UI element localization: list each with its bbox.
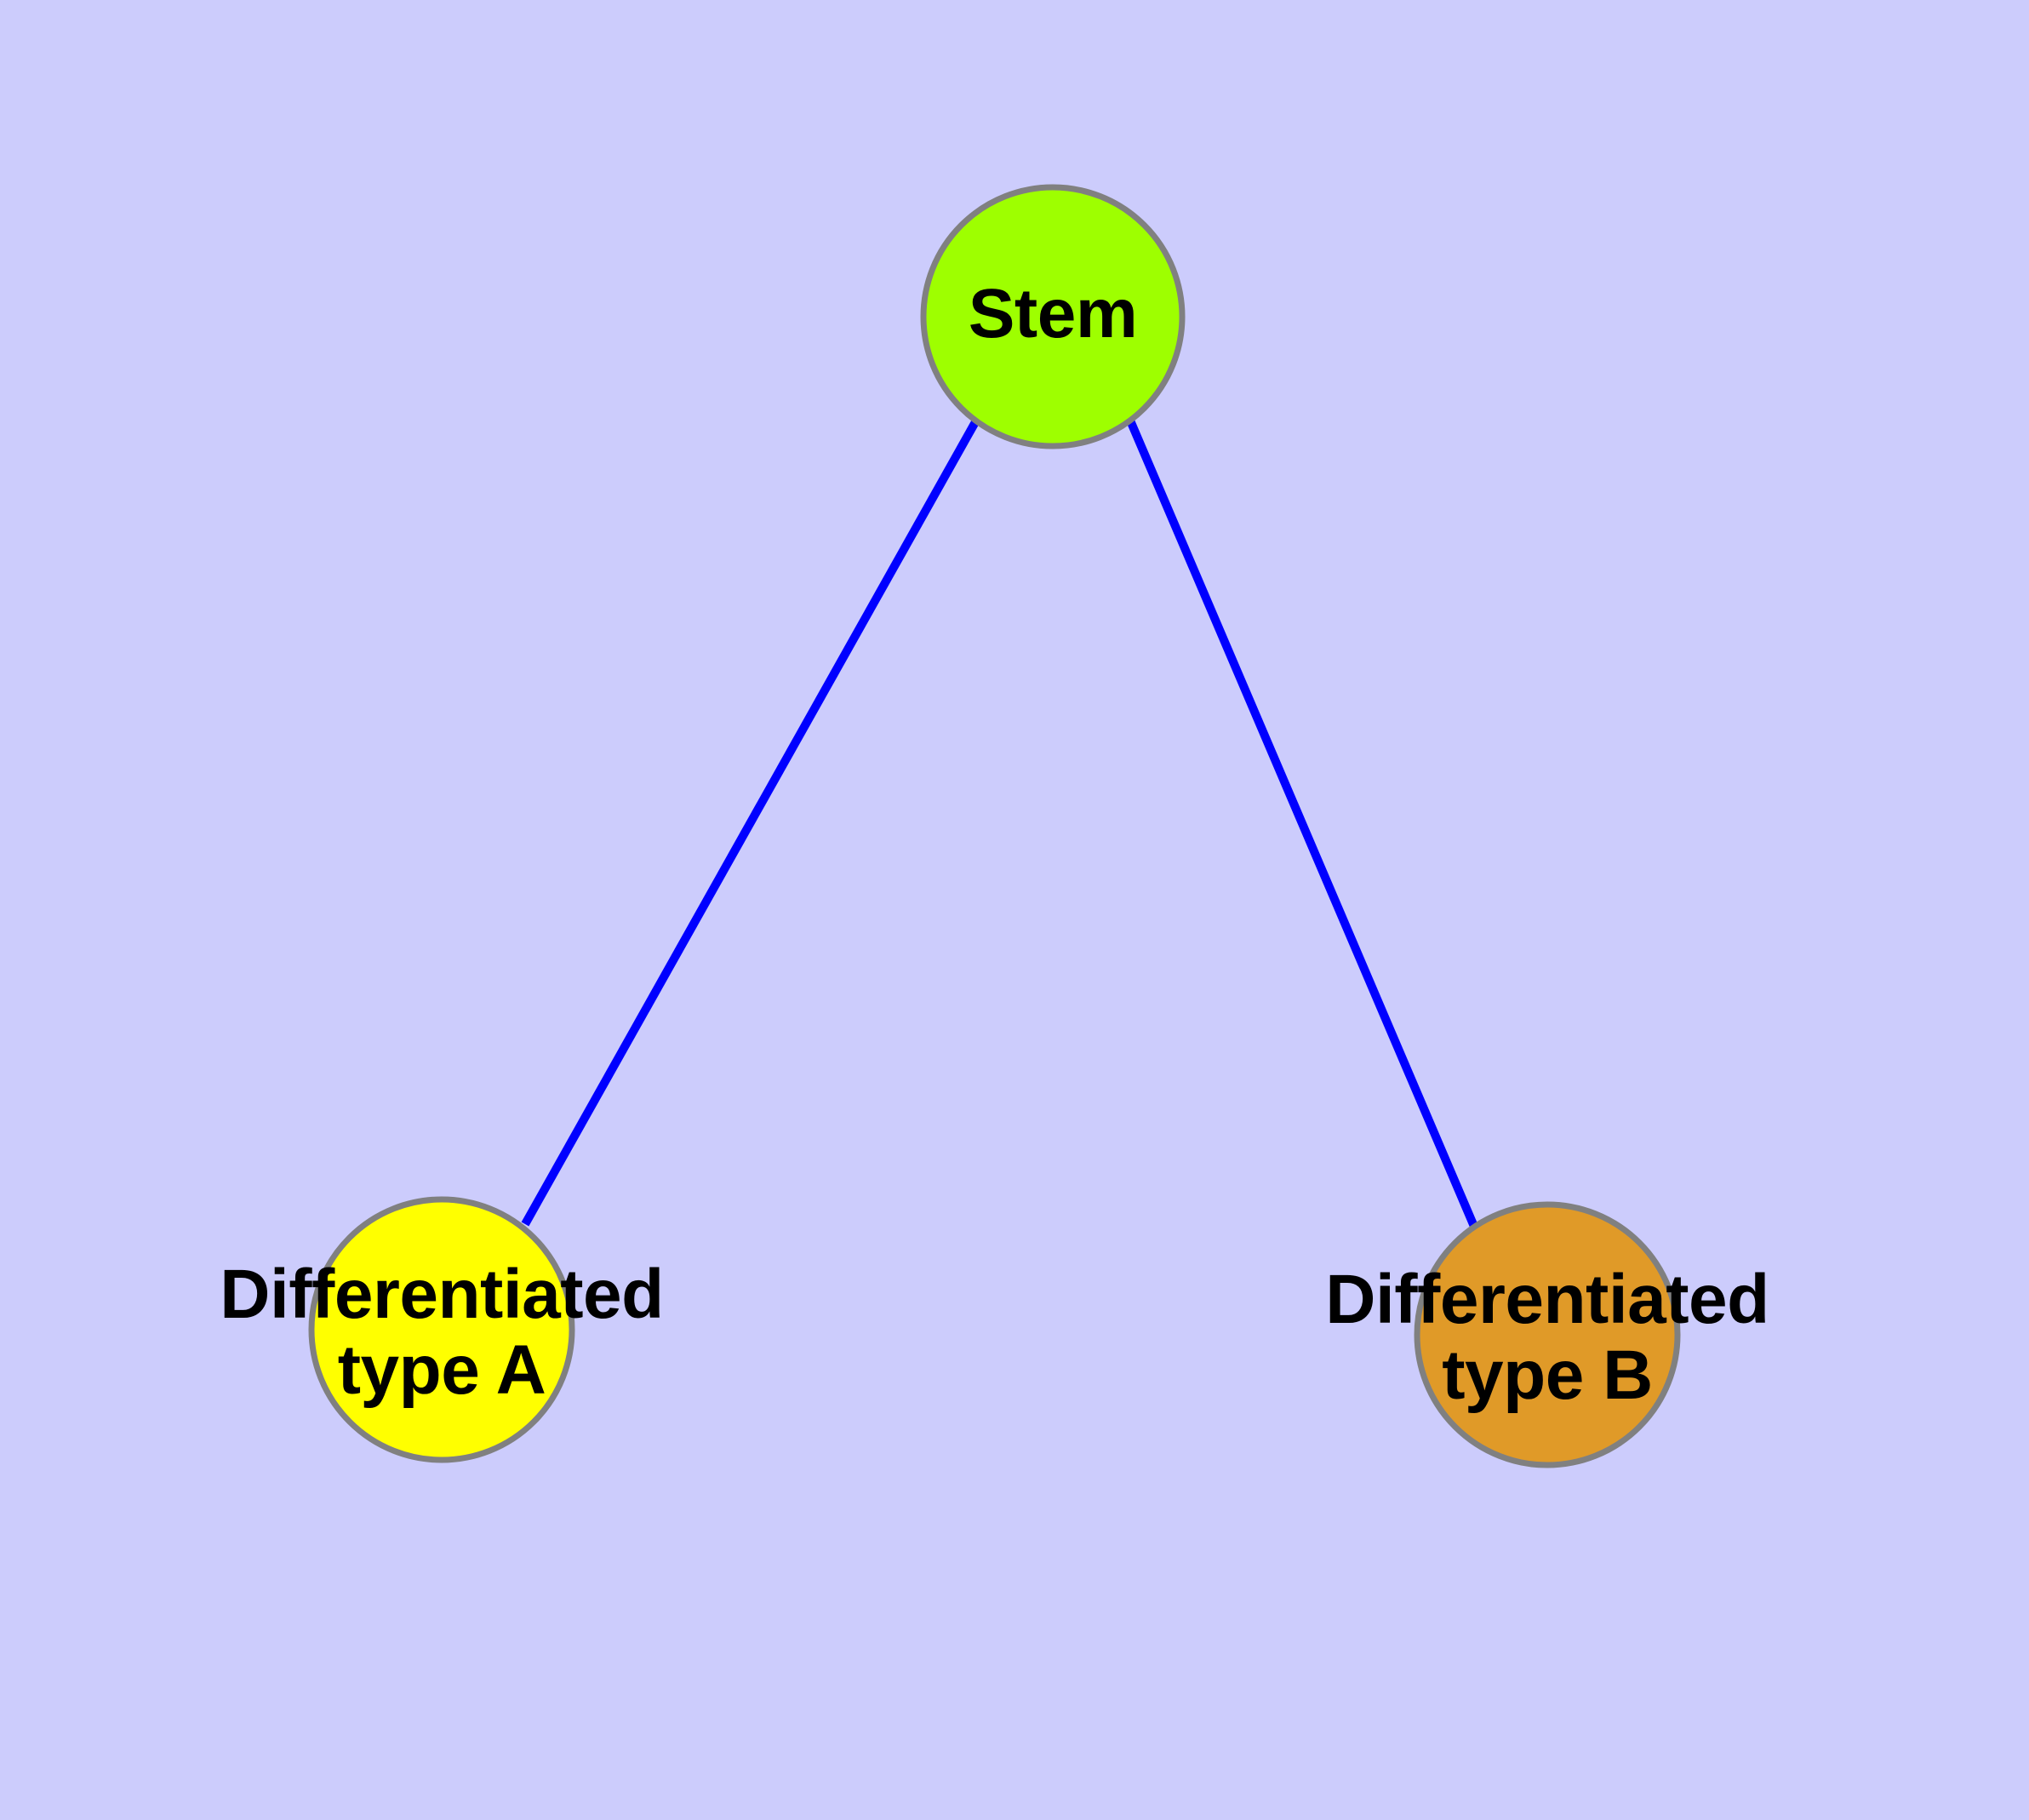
edge-stem-to-diff-a[interactable] [521,418,980,1227]
node-diff-b[interactable] [1414,1201,1681,1468]
node-layer [308,184,1681,1468]
node-stem[interactable] [920,184,1186,449]
edge-stem-to-diff-b[interactable] [1126,419,1479,1230]
node-diff-a[interactable] [308,1196,575,1463]
edge-layer [521,418,1479,1230]
